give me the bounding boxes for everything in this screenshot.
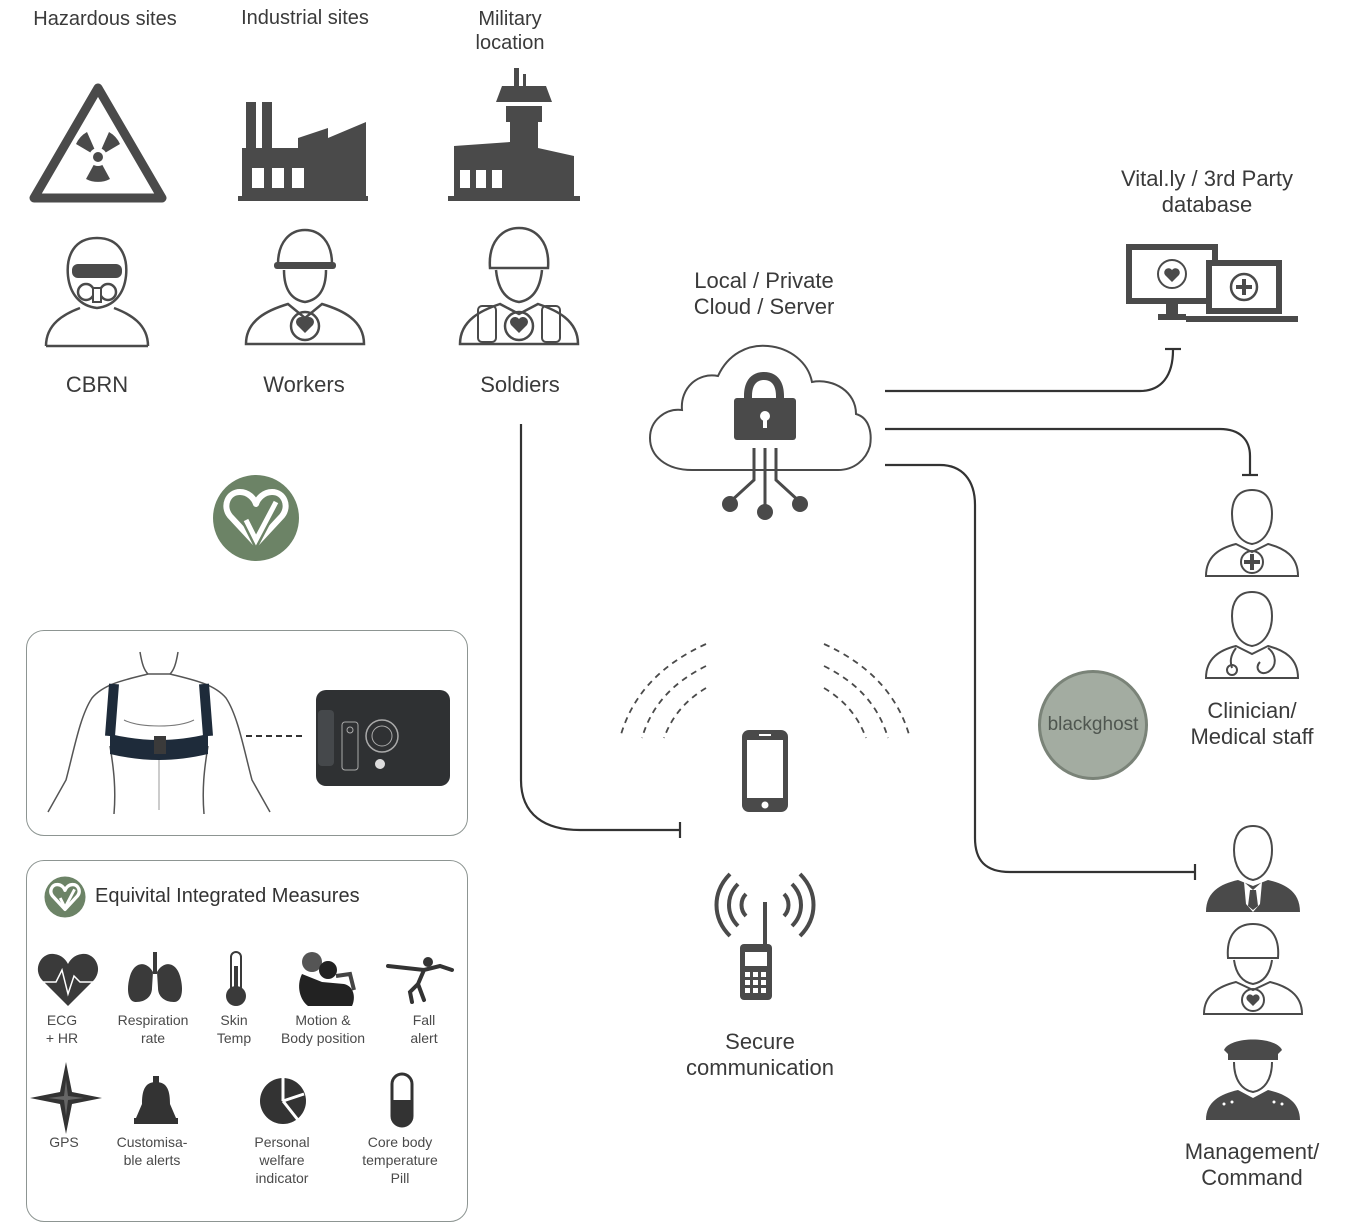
management-label: Management/ Command: [1184, 1139, 1320, 1190]
bell-icon: [134, 1076, 178, 1124]
radiation-hazard-icon: [29, 83, 167, 203]
measure-label-respiration: Respiration rate: [117, 1012, 189, 1047]
database-label: Vital.ly / 3rd Party database: [1121, 166, 1293, 217]
measure-label-welfare: Personal welfare indicator: [254, 1134, 310, 1187]
compass-star-icon: [30, 1062, 102, 1134]
motion-icon: [299, 952, 356, 1006]
measure-label-alerts: Customisa- ble alerts: [116, 1134, 188, 1169]
fall-icon: [386, 957, 454, 1004]
measure-label-core-temp: Core body temperature Pill: [362, 1134, 438, 1187]
measure-label-motion: Motion & Body position: [280, 1012, 366, 1047]
military-location-label: Military location: [475, 8, 545, 54]
equivital-small-logo-icon: [44, 876, 86, 918]
blackghost-logo: blackghost: [1038, 670, 1148, 780]
doctor-stethoscope-icon: [1204, 590, 1300, 679]
officer-cap-person-icon: [1206, 1039, 1300, 1120]
cbrn-suit-person-icon: [44, 236, 150, 348]
soldier-person-icon: [458, 226, 580, 346]
cloud-label: Local / Private Cloud / Server: [693, 268, 835, 319]
measure-label-gps: GPS: [49, 1134, 79, 1150]
smartphone-icon: [742, 730, 788, 812]
connector-lines: [519, 347, 1258, 880]
monitor-laptop-icon: [1126, 244, 1298, 322]
measure-label-ecg: ECG + HR: [45, 1012, 79, 1047]
clinician-person-icon: [1204, 488, 1300, 577]
wireless-waves-icon: [619, 643, 911, 739]
manager-suit-person-icon: [1206, 824, 1300, 912]
thermometer-icon: [226, 951, 246, 1006]
sensor-device-icon: [316, 690, 450, 786]
lungs-icon: [128, 952, 182, 1002]
soldiers-label: Soldiers: [480, 372, 560, 397]
measures-panel: [26, 860, 468, 1222]
clinician-label: Clinician/ Medical staff: [1190, 698, 1314, 749]
measures-title: Equivital Integrated Measures: [95, 885, 360, 907]
secure-communication-label: Secure communication: [686, 1029, 834, 1080]
factory-icon: [238, 102, 368, 201]
measure-label-skin-temp: Skin Temp: [216, 1012, 252, 1047]
workers-label: Workers: [263, 372, 345, 397]
pill-icon: [390, 1072, 414, 1128]
equivital-logo-icon: [213, 475, 299, 561]
measure-label-fall: Fall alert: [410, 1012, 438, 1047]
radio-handset-icon: [714, 872, 816, 1000]
pie-icon: [260, 1078, 306, 1124]
heart-ecg-icon: [37, 953, 99, 1006]
torso-with-chest-strap-icon: [47, 651, 271, 815]
cloud-lock-icon: [648, 344, 872, 520]
cbrn-label: CBRN: [65, 372, 129, 397]
hazardous-sites-label: Hazardous sites: [33, 8, 177, 30]
military-tower-icon: [448, 68, 580, 201]
industrial-sites-label: Industrial sites: [241, 7, 369, 29]
worker-person-icon: [244, 228, 366, 346]
soldier-vest-person-icon: [1202, 922, 1304, 1015]
